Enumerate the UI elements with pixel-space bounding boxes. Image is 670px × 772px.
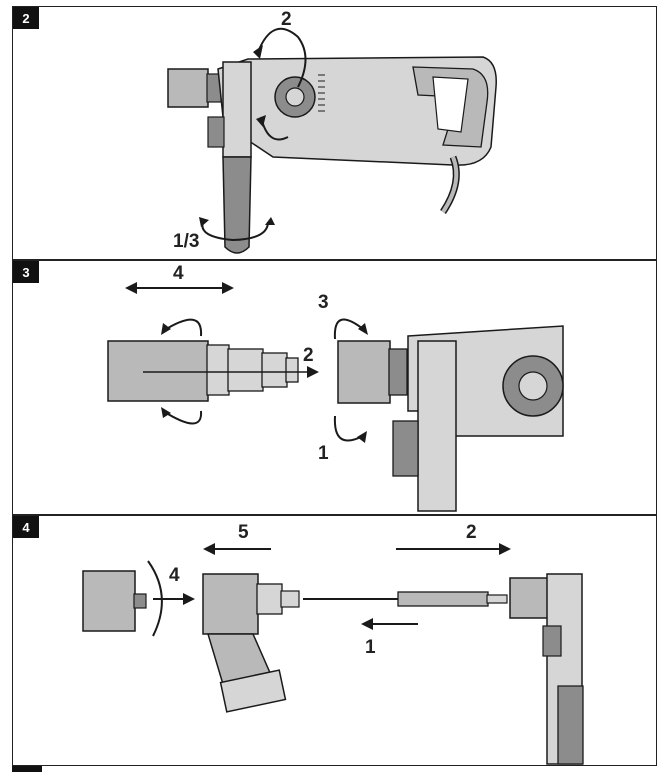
label-slide-right: 2 [466, 522, 477, 543]
dust-module-attach-illustration: 4 2 3 1 [107, 263, 564, 512]
label-handle-rotate: 1/3 [173, 231, 199, 252]
core-bit-removal-illustration: 5 2 4 1 [82, 522, 584, 765]
step-number-badge: 2 [13, 7, 39, 29]
label-turn-bottom: 1 [318, 443, 329, 464]
label-pull-back: 5 [238, 522, 249, 543]
step-panel-4: 4 5 2 4 1 [12, 515, 657, 766]
label-push: 2 [303, 345, 314, 366]
label-twist: 4 [169, 565, 180, 586]
step-panel-2: 2 2 1/3 [12, 6, 657, 260]
step-number-badge: 3 [13, 261, 39, 283]
label-insert: 1 [365, 637, 376, 658]
next-step-badge-edge [12, 766, 42, 772]
step-panel-3: 3 4 2 3 1 [12, 260, 657, 515]
label-slide: 4 [173, 263, 184, 284]
rotary-hammer-illustration: 2 1/3 [167, 9, 497, 254]
step-number-badge: 4 [13, 516, 39, 538]
label-turn-top: 3 [318, 292, 329, 313]
label-rotate: 2 [281, 9, 292, 30]
